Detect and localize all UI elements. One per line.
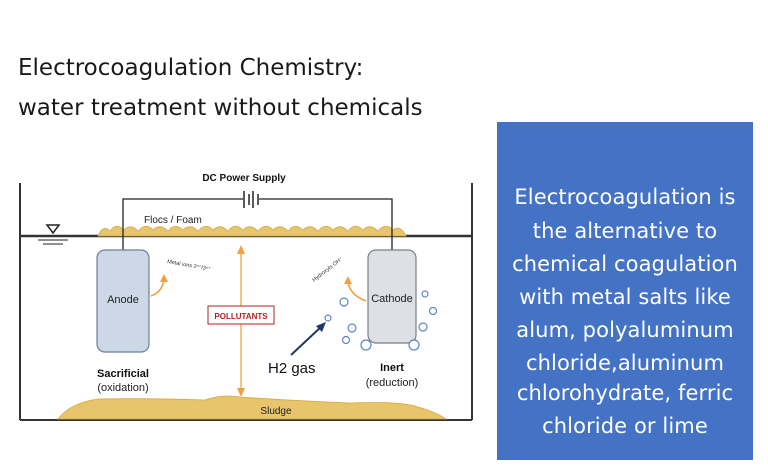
callout-line-2: the alternative to (532, 219, 718, 243)
sacrificial-label: Sacrificial (97, 368, 149, 380)
callout-box: Electrocoagulation is the alternative to… (497, 122, 753, 460)
slide-title-line-2: water treatment without chemicals (18, 95, 423, 121)
cathode-electrode (367, 249, 417, 344)
h2-gas-label: H2 gas (268, 360, 316, 377)
callout-line-8: chloride or lime (542, 414, 708, 438)
gas-bubbles (324, 290, 438, 351)
callout-line-5: alum, polyaluminum (516, 318, 734, 342)
anode-electrode (96, 249, 150, 353)
oxidation-label: (oxidation) (97, 382, 148, 394)
callout-line-3: chemical coagulation (512, 252, 738, 276)
hydroxyls-arrow (347, 281, 367, 302)
anode-label: Anode (107, 294, 139, 306)
cathode-label: Cathode (371, 293, 413, 305)
metal-ions-label: Metal ions 2ⁿ⁺/3ⁿ⁺ (167, 258, 212, 273)
hydroxyls-label: Hydroxyls OH⁻ (312, 256, 345, 283)
hydroxyls-arrow-head (344, 276, 352, 284)
h2-gas-arrow-head (316, 322, 326, 332)
metal-ions-arrow-head (160, 274, 168, 282)
h2-gas-arrow (290, 325, 323, 356)
inert-label: Inert (380, 362, 404, 374)
reduction-label: (reduction) (366, 377, 419, 389)
slide-title-line-1: Electrocoagulation Chemistry: (18, 55, 364, 81)
water-level-icon (38, 224, 68, 245)
pollutants-arrow-up (237, 245, 245, 254)
callout-line-4: with metal salts like (519, 285, 731, 309)
callout-line-1: Electrocoagulation is (514, 185, 736, 209)
pollutants-arrow-down (237, 388, 245, 397)
power-circuit (122, 191, 393, 250)
metal-ions-arrow (150, 279, 165, 297)
sludge-layer (57, 395, 448, 420)
power-supply-label: DC Power Supply (202, 173, 286, 184)
callout-line-7: chlorohydrate, ferric (516, 381, 734, 405)
foam-layer (97, 225, 407, 237)
sludge-label: Sludge (260, 406, 292, 417)
flocs-label: Flocs / Foam (144, 215, 202, 226)
pollutants-box (207, 305, 275, 325)
pollutants-label: POLLUTANTS (214, 312, 268, 321)
callout-line-6: chloride,aluminum (525, 351, 724, 375)
